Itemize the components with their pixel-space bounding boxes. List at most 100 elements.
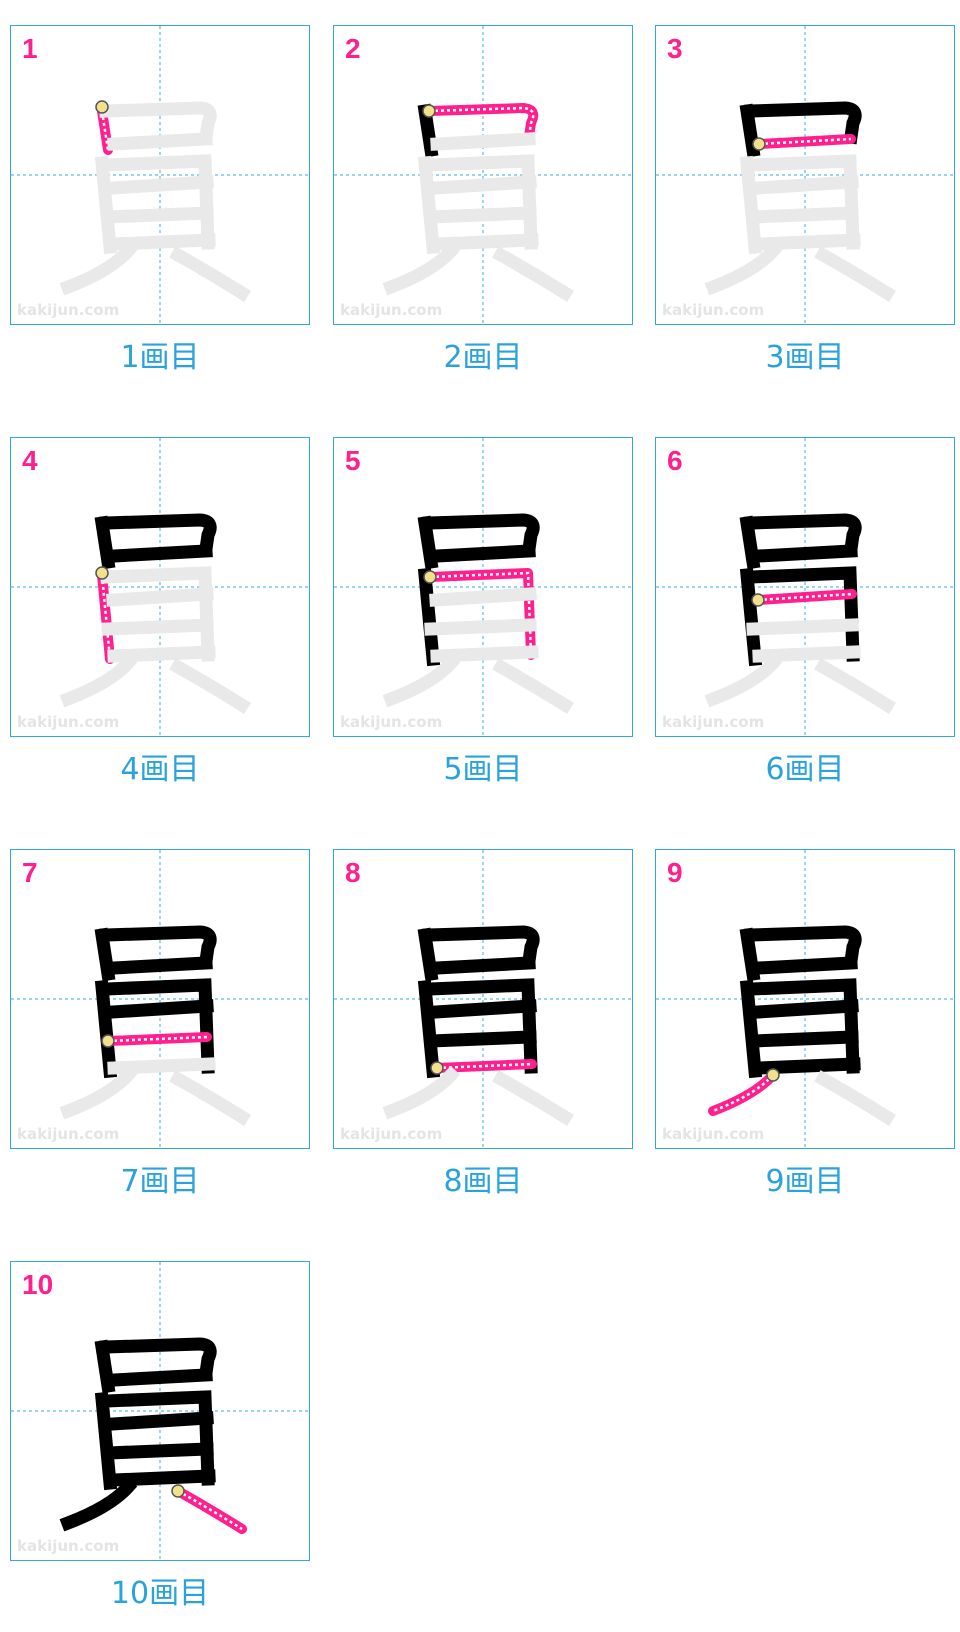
stroke-done bbox=[745, 978, 860, 1074]
stroke-caption: 3画目 bbox=[765, 340, 845, 375]
stroke-start-dot bbox=[766, 1068, 780, 1082]
stroke-ghost bbox=[100, 154, 215, 250]
stroke-done bbox=[739, 567, 763, 667]
character-diagram bbox=[656, 438, 954, 736]
stroke-ghost bbox=[739, 155, 763, 255]
stroke-ghost bbox=[169, 658, 251, 714]
stroke-ghost bbox=[101, 618, 214, 636]
stroke-done bbox=[417, 103, 439, 158]
character-diagram bbox=[334, 850, 632, 1148]
stroke-ghost bbox=[424, 206, 537, 224]
stroke-current bbox=[424, 103, 539, 142]
character-diagram bbox=[656, 26, 954, 324]
stroke-ghost bbox=[752, 233, 861, 251]
stroke-caption: 1画目 bbox=[120, 340, 200, 375]
watermark: kakijun.com bbox=[340, 713, 443, 731]
stroke-number: 7 bbox=[22, 857, 38, 888]
stroke-number: 10 bbox=[22, 1269, 54, 1300]
stroke-start-dot bbox=[752, 137, 766, 151]
stroke-done bbox=[745, 566, 860, 662]
stroke-current-dots bbox=[757, 592, 853, 602]
stroke-done bbox=[744, 101, 862, 145]
stroke-number: 8 bbox=[345, 857, 361, 888]
stroke-done bbox=[751, 999, 859, 1019]
watermark: kakijun.com bbox=[662, 301, 765, 319]
stroke-ghost bbox=[382, 241, 461, 296]
stroke-done bbox=[107, 1368, 213, 1387]
stroke-done bbox=[423, 978, 538, 1074]
stroke-ghost bbox=[94, 155, 118, 255]
stroke-done bbox=[106, 999, 214, 1019]
stroke-current bbox=[425, 568, 536, 660]
stroke-caption: 5画目 bbox=[443, 752, 523, 787]
stroke-ghost bbox=[101, 206, 214, 224]
stroke-ghost bbox=[430, 645, 539, 663]
stroke-start-dot bbox=[101, 1034, 115, 1048]
stroke-number: 2 bbox=[345, 33, 361, 64]
stroke-caption: 2画目 bbox=[443, 340, 523, 375]
stroke-done bbox=[100, 978, 215, 1074]
watermark: kakijun.com bbox=[17, 1125, 120, 1143]
stroke-start-dot bbox=[751, 593, 765, 607]
stroke-done bbox=[746, 1030, 859, 1048]
stroke-ghost bbox=[704, 653, 783, 708]
stroke-start-dot bbox=[95, 566, 109, 580]
stroke-current-dots bbox=[429, 571, 533, 656]
stroke-done bbox=[430, 956, 536, 975]
stroke-ghost bbox=[492, 658, 574, 714]
stroke-done bbox=[752, 544, 858, 563]
stroke-done bbox=[107, 544, 213, 563]
stroke-done bbox=[424, 1030, 537, 1048]
stroke-ghost bbox=[814, 246, 896, 302]
stroke-start-dot bbox=[423, 570, 437, 584]
stroke-ghost bbox=[430, 132, 536, 151]
stroke-number: 9 bbox=[667, 857, 683, 888]
stroke-caption: 8画目 bbox=[443, 1164, 523, 1199]
character-diagram bbox=[11, 850, 309, 1148]
stroke-caption: 4画目 bbox=[120, 752, 200, 787]
stroke-done bbox=[99, 513, 217, 557]
stroke-ghost bbox=[107, 1057, 216, 1075]
stroke-done bbox=[429, 999, 537, 1019]
stroke-done bbox=[744, 513, 862, 557]
stroke-ghost bbox=[424, 618, 537, 636]
stroke-ghost bbox=[745, 154, 860, 250]
character-diagram bbox=[656, 850, 954, 1148]
stroke-done bbox=[422, 513, 540, 557]
stroke-done bbox=[422, 925, 540, 969]
stroke-done bbox=[106, 1411, 214, 1431]
stroke-caption: 9画目 bbox=[765, 1164, 845, 1199]
stroke-done bbox=[100, 1390, 215, 1486]
stroke-current bbox=[754, 134, 856, 149]
stroke-ghost bbox=[814, 1070, 896, 1126]
stroke-ghost bbox=[704, 241, 783, 296]
stroke-current-dots bbox=[428, 106, 535, 138]
stroke-ghost bbox=[382, 653, 461, 708]
stroke-done bbox=[430, 544, 536, 563]
stroke-ghost bbox=[492, 246, 574, 302]
stroke-start-dot bbox=[422, 104, 436, 118]
stroke-ghost bbox=[107, 645, 216, 663]
stroke-caption: 7画目 bbox=[120, 1164, 200, 1199]
stroke-start-dot bbox=[430, 1061, 444, 1075]
stroke-current-dots bbox=[107, 1035, 208, 1043]
stroke-current-dots bbox=[436, 1062, 533, 1070]
stroke-start-dot bbox=[171, 1484, 185, 1498]
stroke-ghost bbox=[429, 175, 537, 195]
stroke-ghost bbox=[746, 206, 859, 224]
stroke-ghost bbox=[59, 241, 138, 296]
stroke-ghost bbox=[492, 1070, 574, 1126]
stroke-done bbox=[752, 956, 858, 975]
stroke-start-dot bbox=[95, 100, 109, 114]
stroke-ghost bbox=[814, 658, 896, 714]
stroke-ghost bbox=[752, 645, 861, 663]
stroke-ghost bbox=[417, 155, 441, 255]
stroke-done bbox=[94, 979, 118, 1079]
